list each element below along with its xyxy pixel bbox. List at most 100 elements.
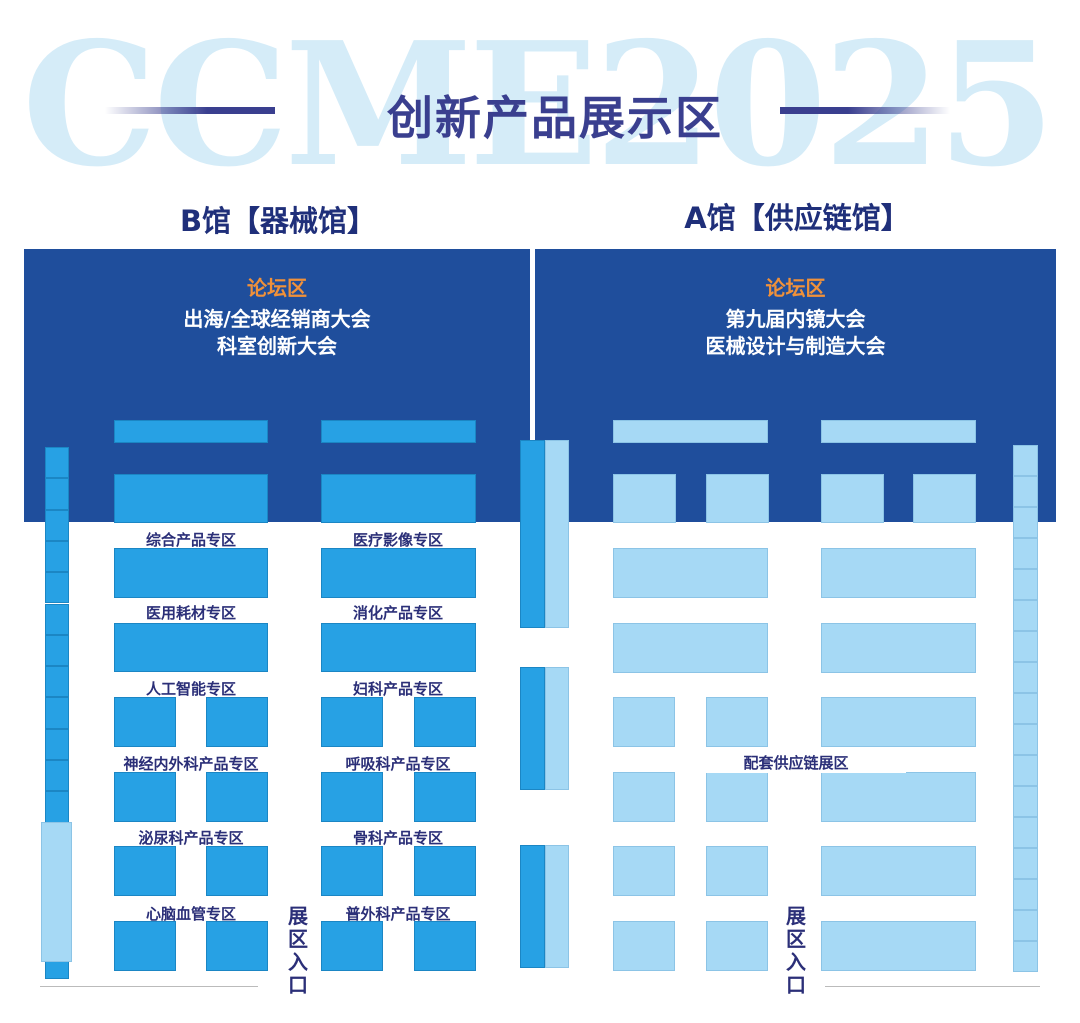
booth[interactable]	[206, 697, 268, 747]
booth[interactable]	[1013, 445, 1038, 476]
booth[interactable]	[613, 846, 675, 896]
booth[interactable]	[1013, 755, 1038, 786]
booth[interactable]	[114, 846, 176, 896]
booth[interactable]	[1013, 693, 1038, 724]
booth[interactable]	[114, 921, 176, 971]
booth[interactable]	[821, 420, 976, 443]
booth[interactable]	[1013, 631, 1038, 662]
booth[interactable]	[114, 697, 176, 747]
forum-line: 第九届内镜大会	[725, 307, 866, 331]
zone-label: 综合产品专区	[145, 531, 236, 549]
booth[interactable]	[1013, 600, 1038, 631]
booth[interactable]	[1013, 786, 1038, 817]
booth[interactable]	[41, 822, 72, 962]
booth[interactable]	[114, 772, 176, 822]
booth[interactable]	[45, 728, 69, 760]
zone-label: 呼吸科产品专区	[345, 755, 451, 773]
booth[interactable]	[114, 474, 268, 523]
booth[interactable]	[821, 548, 976, 598]
booth[interactable]	[613, 420, 768, 443]
booth[interactable]	[414, 921, 476, 971]
booth[interactable]	[45, 478, 69, 510]
booth[interactable]	[613, 548, 768, 598]
booth[interactable]	[321, 772, 383, 822]
booth[interactable]	[821, 697, 976, 747]
entrance-char: 口	[786, 973, 806, 997]
zone-label: 骨科产品专区	[352, 829, 443, 847]
booth[interactable]	[706, 772, 768, 822]
booth[interactable]	[1013, 507, 1038, 538]
forum-label: 论坛区	[765, 276, 826, 300]
booth[interactable]	[706, 921, 768, 971]
booth[interactable]	[114, 623, 268, 672]
booth[interactable]	[321, 474, 476, 523]
booth[interactable]	[613, 921, 675, 971]
booth[interactable]	[45, 509, 69, 541]
booth[interactable]	[45, 572, 69, 604]
booth[interactable]	[1013, 879, 1038, 910]
booth[interactable]	[1013, 848, 1038, 879]
booth[interactable]	[821, 921, 976, 971]
booth[interactable]	[706, 697, 768, 747]
booth[interactable]	[613, 623, 768, 673]
booth[interactable]	[1013, 569, 1038, 600]
booth[interactable]	[520, 440, 545, 628]
zone-label: 配套供应链展区	[686, 752, 906, 773]
booth[interactable]	[114, 548, 268, 598]
booth[interactable]	[821, 474, 884, 523]
forum-label: 论坛区	[247, 276, 307, 300]
booth[interactable]	[45, 697, 69, 729]
booth[interactable]	[321, 921, 383, 971]
booth[interactable]	[913, 474, 976, 523]
booth[interactable]	[45, 666, 69, 698]
booth[interactable]	[45, 540, 69, 573]
booth[interactable]	[45, 447, 69, 479]
hall-a-heading: A馆【供应链馆】	[684, 201, 910, 235]
booth[interactable]	[1013, 724, 1038, 755]
booth[interactable]	[321, 623, 476, 672]
zone-label: 医用耗材专区	[145, 604, 236, 622]
booth[interactable]	[613, 772, 675, 822]
entrance-char: 展	[288, 904, 308, 928]
booth[interactable]	[613, 697, 675, 747]
booth[interactable]	[45, 760, 69, 792]
booth[interactable]	[520, 845, 545, 968]
booth[interactable]	[414, 846, 476, 896]
booth[interactable]	[706, 846, 768, 896]
booth[interactable]	[821, 846, 976, 896]
booth[interactable]	[1013, 941, 1038, 972]
booth[interactable]	[1013, 662, 1038, 693]
booth[interactable]	[1013, 910, 1038, 941]
booth[interactable]	[821, 623, 976, 673]
booth[interactable]	[1013, 817, 1038, 848]
booth[interactable]	[706, 474, 769, 523]
booth[interactable]	[321, 548, 476, 598]
booth[interactable]	[321, 420, 476, 443]
booth[interactable]	[206, 921, 268, 971]
booth[interactable]	[45, 603, 69, 635]
booth[interactable]	[206, 846, 268, 896]
entrance-char: 入	[786, 950, 806, 974]
booth[interactable]	[321, 697, 383, 747]
zone-label: 泌尿科产品专区	[138, 829, 244, 847]
booth[interactable]	[545, 667, 569, 790]
booth[interactable]	[1013, 476, 1038, 507]
booth[interactable]	[545, 845, 569, 968]
booth[interactable]	[414, 772, 476, 822]
entrance-char: 口	[288, 973, 308, 997]
booth[interactable]	[821, 772, 976, 822]
booth[interactable]	[321, 846, 383, 896]
zone-label: 人工智能专区	[145, 680, 236, 698]
booth[interactable]	[545, 440, 569, 628]
booth[interactable]	[45, 791, 69, 823]
booth[interactable]	[114, 420, 268, 443]
forum-line: 科室创新大会	[217, 334, 337, 358]
entrance-char: 区	[288, 927, 308, 951]
booth[interactable]	[45, 634, 69, 667]
booth[interactable]	[613, 474, 676, 523]
booth[interactable]	[1013, 538, 1038, 569]
booth[interactable]	[414, 697, 476, 747]
booth[interactable]	[520, 667, 545, 790]
booth[interactable]	[206, 772, 268, 822]
